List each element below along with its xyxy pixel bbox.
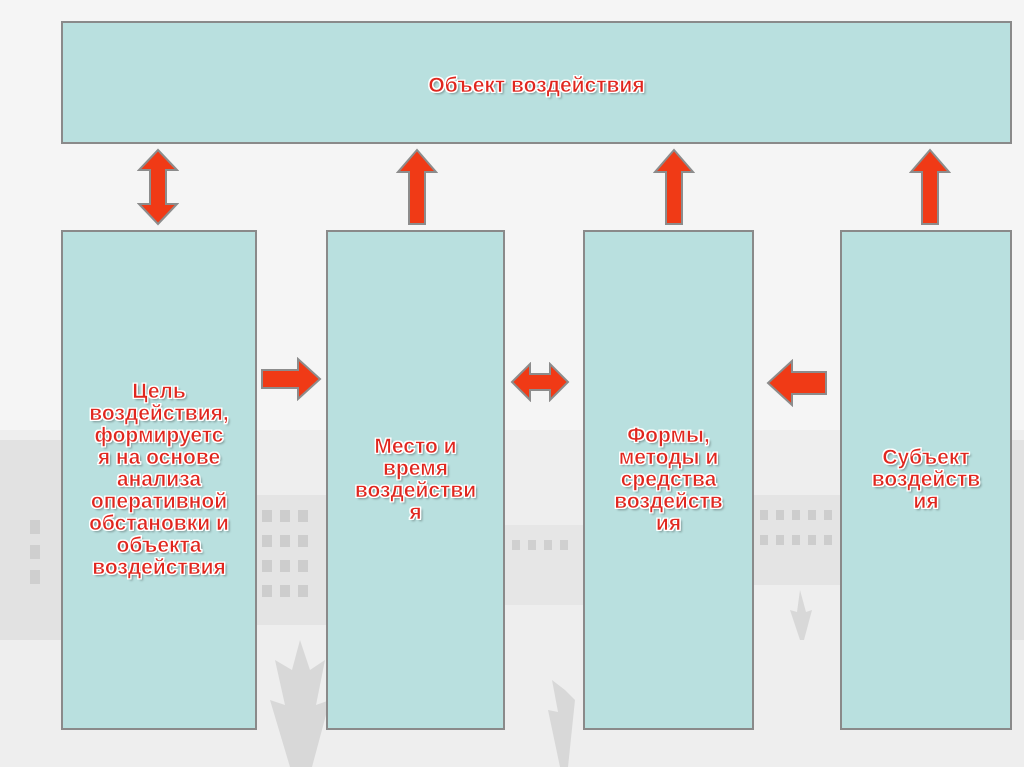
right-arrow-horizontal-1 bbox=[261, 357, 322, 401]
forms-methods-box: Формы, методы и средства воздейств ия bbox=[583, 230, 754, 730]
subject-box: Субъект воздейств ия bbox=[840, 230, 1012, 730]
goal-box: Цель воздействия, формируетс я на основе… bbox=[61, 230, 257, 730]
up-arrow-vertical-4 bbox=[909, 148, 951, 225]
subject-label: Субъект воздейств ия bbox=[871, 445, 981, 514]
place-time-box: Место и время воздействи я bbox=[326, 230, 505, 730]
target-object-box: Объект воздействия bbox=[61, 21, 1012, 144]
goal-label: Цель воздействия, формируетс я на основе… bbox=[89, 379, 229, 580]
forms-methods-label: Формы, методы и средства воздейств ия bbox=[614, 423, 723, 536]
double-arrow-horizontal-2 bbox=[510, 362, 570, 402]
place-time-label: Место и время воздействи я bbox=[354, 434, 477, 525]
left-arrow-horizontal-3 bbox=[766, 359, 827, 407]
target-object-label: Объект воздействия bbox=[428, 74, 645, 97]
up-arrow-vertical-2 bbox=[396, 148, 438, 225]
up-arrow-vertical-3 bbox=[653, 148, 695, 225]
double-arrow-vertical-1 bbox=[137, 148, 179, 226]
